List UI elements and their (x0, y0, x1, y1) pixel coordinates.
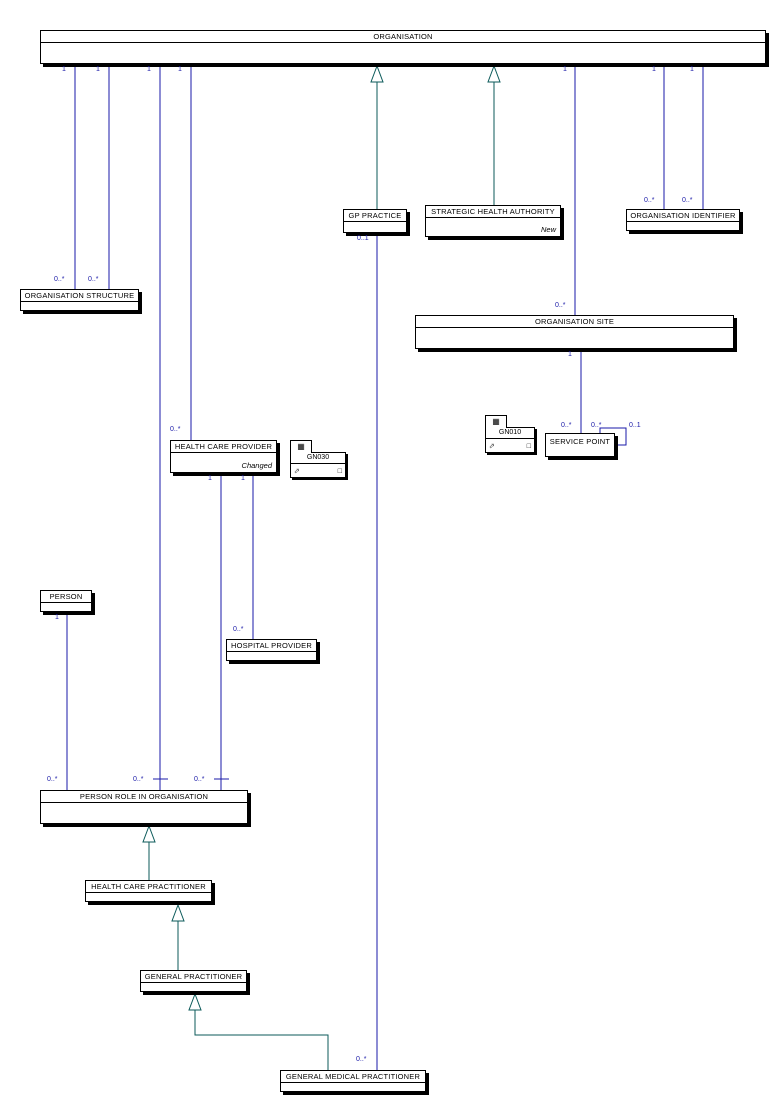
multiplicity-label: 0..* (54, 276, 65, 283)
multiplicity-label: 1 (55, 614, 59, 621)
class-strategic-health-authority[interactable]: STRATEGIC HEALTH AUTHORITY New (425, 205, 561, 237)
self-assoc-line (599, 427, 627, 446)
class-name: HOSPITAL PROVIDER (231, 641, 312, 650)
multiplicity-label: 0..* (591, 422, 602, 429)
package-gn010[interactable]: ▦ GN010 ⬀ □ (485, 415, 535, 453)
multiplicity-label: 0..* (644, 197, 655, 204)
lock-icon: □ (526, 443, 531, 450)
lock-icon: □ (337, 468, 342, 475)
multiplicity-label: 0..* (133, 776, 144, 783)
class-health-care-provider[interactable]: HEALTH CARE PROVIDER Changed (170, 440, 277, 473)
class-name: ORGANISATION (373, 32, 433, 41)
generalization-arrow (487, 64, 501, 83)
generalization-line (194, 1010, 329, 1070)
link-arrow-icon: ⬀ (489, 443, 495, 450)
multiplicity-label: 1 (62, 66, 66, 73)
class-name: PERSON ROLE IN ORGANISATION (79, 792, 209, 801)
multiplicity-label: 1 (652, 66, 656, 73)
multiplicity-label: 0..* (170, 426, 181, 433)
class-name: GENERAL PRACTITIONER (144, 972, 243, 981)
class-organisation-site[interactable]: ORGANISATION SITE (415, 315, 734, 349)
class-note: New (540, 225, 556, 234)
multiplicity-label: 1 (178, 66, 182, 73)
class-person-role-in-organisation[interactable]: PERSON ROLE IN ORGANISATION (40, 790, 248, 824)
class-organisation-structure[interactable]: ORGANISATION STRUCTURE (20, 289, 139, 311)
generalization-arrow (370, 64, 384, 83)
multiplicity-label: 1 (568, 351, 572, 358)
class-name: STRATEGIC HEALTH AUTHORITY (431, 207, 555, 216)
class-name: HEALTH CARE PROVIDER (174, 442, 273, 451)
class-organisation-identifier[interactable]: ORGANISATION IDENTIFIER (626, 209, 740, 231)
multiplicity-label: 0..* (194, 776, 205, 783)
multiplicity-label: 0..1 (629, 422, 641, 429)
class-name: HEALTH CARE PRACTITIONER (91, 882, 206, 891)
multiplicity-label: 1 (563, 66, 567, 73)
class-gp-practice[interactable]: GP PRACTICE (343, 209, 407, 233)
class-general-practitioner[interactable]: GENERAL PRACTITIONER (140, 970, 247, 992)
package-icon: ▦ (290, 440, 312, 453)
multiplicity-label: 0..* (88, 276, 99, 283)
multiplicity-label: 0..* (47, 776, 58, 783)
multiplicity-label: 1 (241, 475, 245, 482)
multiplicity-label: 0..1 (357, 235, 369, 242)
multiplicity-label: 0..* (356, 1056, 367, 1063)
multiplicity-label: 0..* (233, 626, 244, 633)
multiplicity-label: 1 (96, 66, 100, 73)
multiplicity-label: 1 (690, 66, 694, 73)
class-service-point[interactable]: SERVICE POINT (545, 433, 615, 457)
generalization-arrow (171, 903, 185, 922)
class-organisation[interactable]: ORGANISATION (40, 30, 766, 64)
class-note: Changed (241, 461, 272, 470)
class-name: GENERAL MEDICAL PRACTITIONER (285, 1072, 421, 1081)
multiplicity-label: 0..* (561, 422, 572, 429)
multiplicity-label: 1 (147, 66, 151, 73)
multiplicity-label: 0..* (555, 302, 566, 309)
class-name: PERSON (49, 592, 83, 601)
class-name: ORGANISATION IDENTIFIER (630, 211, 736, 220)
class-name: GP PRACTICE (348, 211, 402, 220)
class-name: SERVICE POINT (549, 437, 611, 446)
class-person[interactable]: PERSON (40, 590, 92, 612)
generalization-arrow (188, 992, 202, 1011)
class-name: ORGANISATION SITE (534, 317, 615, 326)
class-hospital-provider[interactable]: HOSPITAL PROVIDER (226, 639, 317, 661)
link-arrow-icon: ⬀ (294, 468, 300, 475)
multiplicity-label: 0..* (682, 197, 693, 204)
multiplicity-label: 1 (208, 475, 212, 482)
package-gn030[interactable]: ▦ GN030 ⬀ □ (290, 440, 346, 478)
package-icon: ▦ (485, 415, 507, 428)
package-label: GN030 (291, 453, 345, 464)
class-name: ORGANISATION STRUCTURE (24, 291, 135, 300)
class-health-care-practitioner[interactable]: HEALTH CARE PRACTITIONER (85, 880, 212, 902)
package-label: GN010 (486, 428, 534, 439)
generalization-arrow (142, 824, 156, 843)
class-general-medical-practitioner[interactable]: GENERAL MEDICAL PRACTITIONER (280, 1070, 426, 1092)
